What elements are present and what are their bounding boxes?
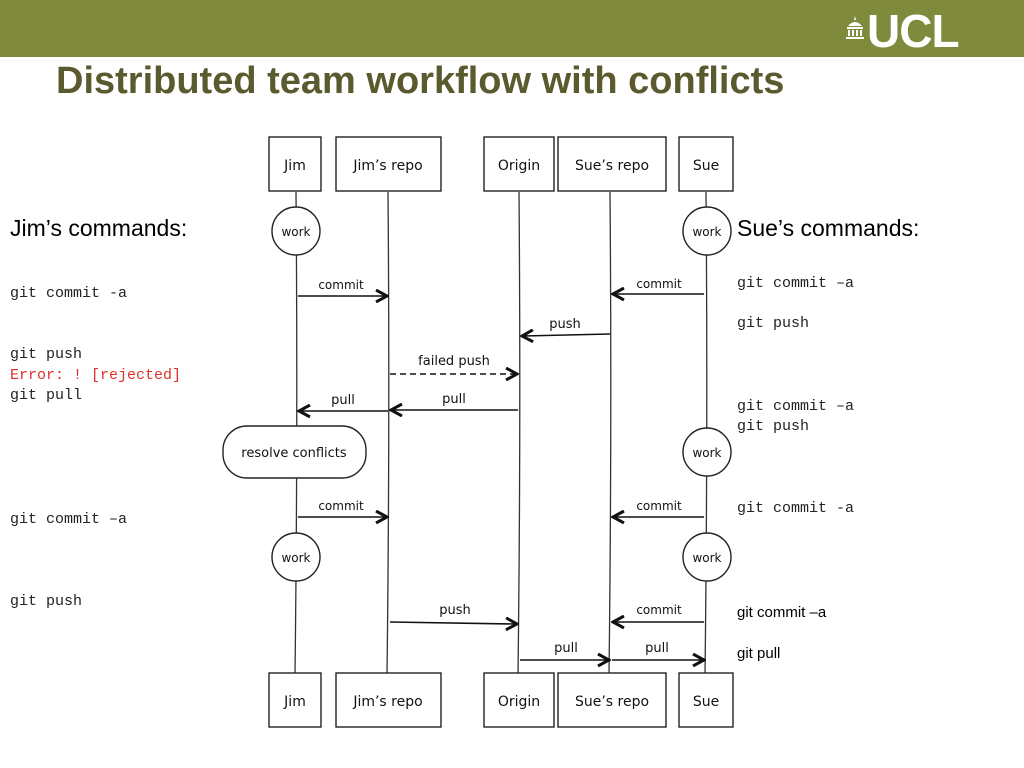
lane-box-sue: [678, 136, 734, 192]
lane-label: Sue: [693, 694, 719, 710]
ucl-logo: UCL: [845, 5, 995, 57]
jim-command: git pull: [10, 387, 83, 404]
work-label: work: [281, 225, 310, 239]
lane-box-origin: [483, 136, 555, 192]
arrow-label: commit: [636, 499, 682, 513]
arrow-label: commit: [318, 278, 364, 292]
lifeline-origin: [517, 191, 521, 676]
arrow-label: failed push: [418, 354, 490, 369]
resolve-conflicts-node: [222, 425, 367, 479]
arrow-label: pull: [645, 641, 669, 656]
arrow-jim-push-2: [389, 622, 516, 624]
lane-box-jim-repo: [335, 136, 442, 192]
work-label: work: [281, 551, 310, 565]
work-label: work: [692, 225, 721, 239]
lane-box-origin: [483, 672, 555, 728]
jim-command: git push: [10, 346, 83, 363]
work-label: work: [692, 446, 721, 460]
logo-text: UCL: [867, 5, 960, 57]
lane-box-sue: [678, 672, 734, 728]
lane-label: Jim: [283, 694, 306, 710]
jim-command: git commit -a: [10, 285, 128, 302]
arrow-sue-push-1: [523, 334, 611, 336]
work-nodes: work work work work work resolve conflic…: [222, 206, 732, 582]
lane-label: Jim’s repo: [352, 694, 422, 710]
sue-command: git commit –a: [737, 275, 855, 292]
lane-label: Jim: [283, 158, 306, 174]
resolve-conflicts-label: resolve conflicts: [241, 446, 347, 461]
jim-command: git push: [10, 593, 83, 610]
arrow-label: commit: [636, 277, 682, 291]
work-node-jim: [271, 206, 321, 256]
arrow-label: pull: [442, 392, 466, 407]
jim-command: git commit –a: [10, 511, 128, 528]
lane-box-jim: [268, 136, 322, 192]
sue-command: git commit –a: [737, 604, 827, 621]
lane-label: Sue’s repo: [575, 694, 649, 710]
lane-box-sue-repo: [557, 136, 667, 192]
sue-command: git push: [737, 315, 810, 332]
sue-command: git commit –a: [737, 398, 855, 415]
lane-box-jim-repo: [335, 672, 442, 728]
lane-label: Sue’s repo: [575, 158, 649, 174]
arrow-labels: commit commit push failed push pull pull…: [318, 277, 682, 656]
lane-label: Sue: [693, 158, 719, 174]
lane-label: Origin: [498, 694, 540, 710]
work-node-jim: [271, 532, 321, 582]
lane-headers-top: Jim Jim’s repo Origin Sue’s repo Sue: [268, 136, 734, 192]
lane-label: Origin: [498, 158, 540, 174]
sue-commands-heading: Sue’s commands:: [737, 215, 920, 241]
lane-label: Jim’s repo: [352, 158, 422, 174]
work-node-sue: [682, 532, 732, 582]
jim-commands-heading: Jim’s commands:: [10, 215, 188, 241]
arrow-label: commit: [318, 499, 364, 513]
work-node-sue: [682, 427, 732, 477]
sue-command: git commit -a: [737, 500, 855, 517]
jim-error-message: Error: ! [rejected]: [10, 367, 182, 384]
lifeline-sue-repo: [608, 191, 612, 676]
arrow-label: pull: [331, 393, 355, 408]
arrow-label: pull: [554, 641, 578, 656]
sue-command: git push: [737, 418, 810, 435]
lane-box-jim: [268, 672, 322, 728]
arrow-label: commit: [636, 603, 682, 617]
work-node-sue: [682, 206, 732, 256]
arrow-label: push: [439, 603, 471, 618]
work-label: work: [692, 551, 721, 565]
arrow-label: push: [549, 317, 581, 332]
portico-icon: [846, 16, 864, 39]
lifeline-jim-repo: [386, 191, 390, 676]
page-title: Distributed team workflow with conflicts: [56, 60, 785, 102]
lane-box-sue-repo: [557, 672, 667, 728]
sue-command: git pull: [737, 645, 781, 662]
lane-headers-bottom: Jim Jim’s repo Origin Sue’s repo Sue: [268, 672, 734, 728]
arrows: [298, 294, 704, 660]
